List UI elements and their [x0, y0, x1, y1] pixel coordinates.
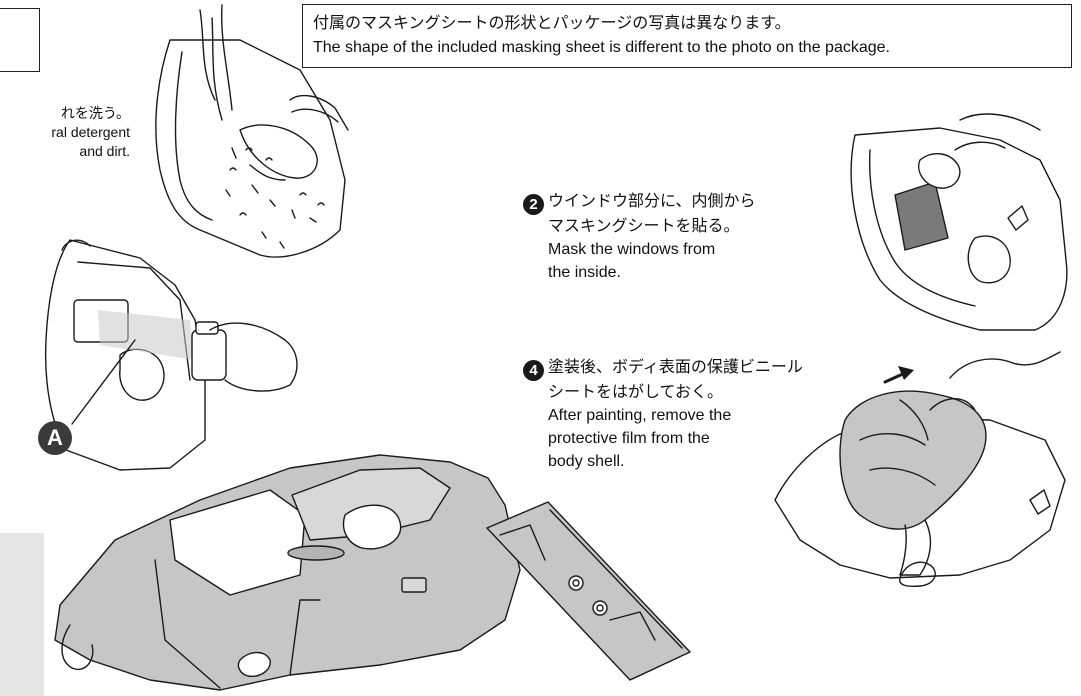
step-4-en-1: After painting, remove the — [548, 407, 732, 424]
step-4-en-3: body shell. — [548, 453, 625, 470]
notice-jp: 付属のマスキングシートの形状とパッケージの写真は異なります。 — [313, 15, 791, 32]
step-4-jp-1: 塗装後、ボディ表面の保護ビニール — [548, 359, 803, 376]
step-4-en-2: protective film from the — [548, 430, 710, 447]
film-removal-illustration — [774, 351, 1066, 587]
step-2-en-1: Mask the windows from — [548, 241, 716, 258]
step-2-en-2: the inside. — [548, 264, 621, 281]
cropped-frame — [0, 8, 40, 72]
step-2-jp-1: ウインドウ部分に、内側から — [548, 193, 756, 210]
body-shell-illustration — [54, 454, 521, 691]
side-panel — [0, 533, 44, 696]
masking-body-illustration — [850, 113, 1068, 331]
spray-body-illustration — [44, 239, 298, 471]
masking-sheet-notice: 付属のマスキングシートの形状とパッケージの写真は異なります。 The shape… — [302, 4, 1072, 68]
step-2-number: 2 — [523, 194, 544, 215]
step-1-en-2: and dirt. — [79, 143, 130, 159]
step-2-jp-2: マスキングシートを貼る。 — [548, 218, 740, 235]
washing-body-illustration — [155, 4, 349, 258]
notice-en: The shape of the included masking sheet … — [313, 39, 890, 56]
step-4-number: 4 — [523, 360, 544, 381]
step-1-text: れを洗う。 ral detergent and dirt. — [0, 104, 130, 161]
rear-wing-illustration — [486, 501, 691, 681]
callout-a-badge: A — [38, 421, 72, 455]
step-1-jp: れを洗う。 — [60, 105, 130, 121]
step-4-jp-2: シートをはがしておく。 — [548, 384, 724, 401]
step-1-en-1: ral detergent — [51, 124, 130, 140]
